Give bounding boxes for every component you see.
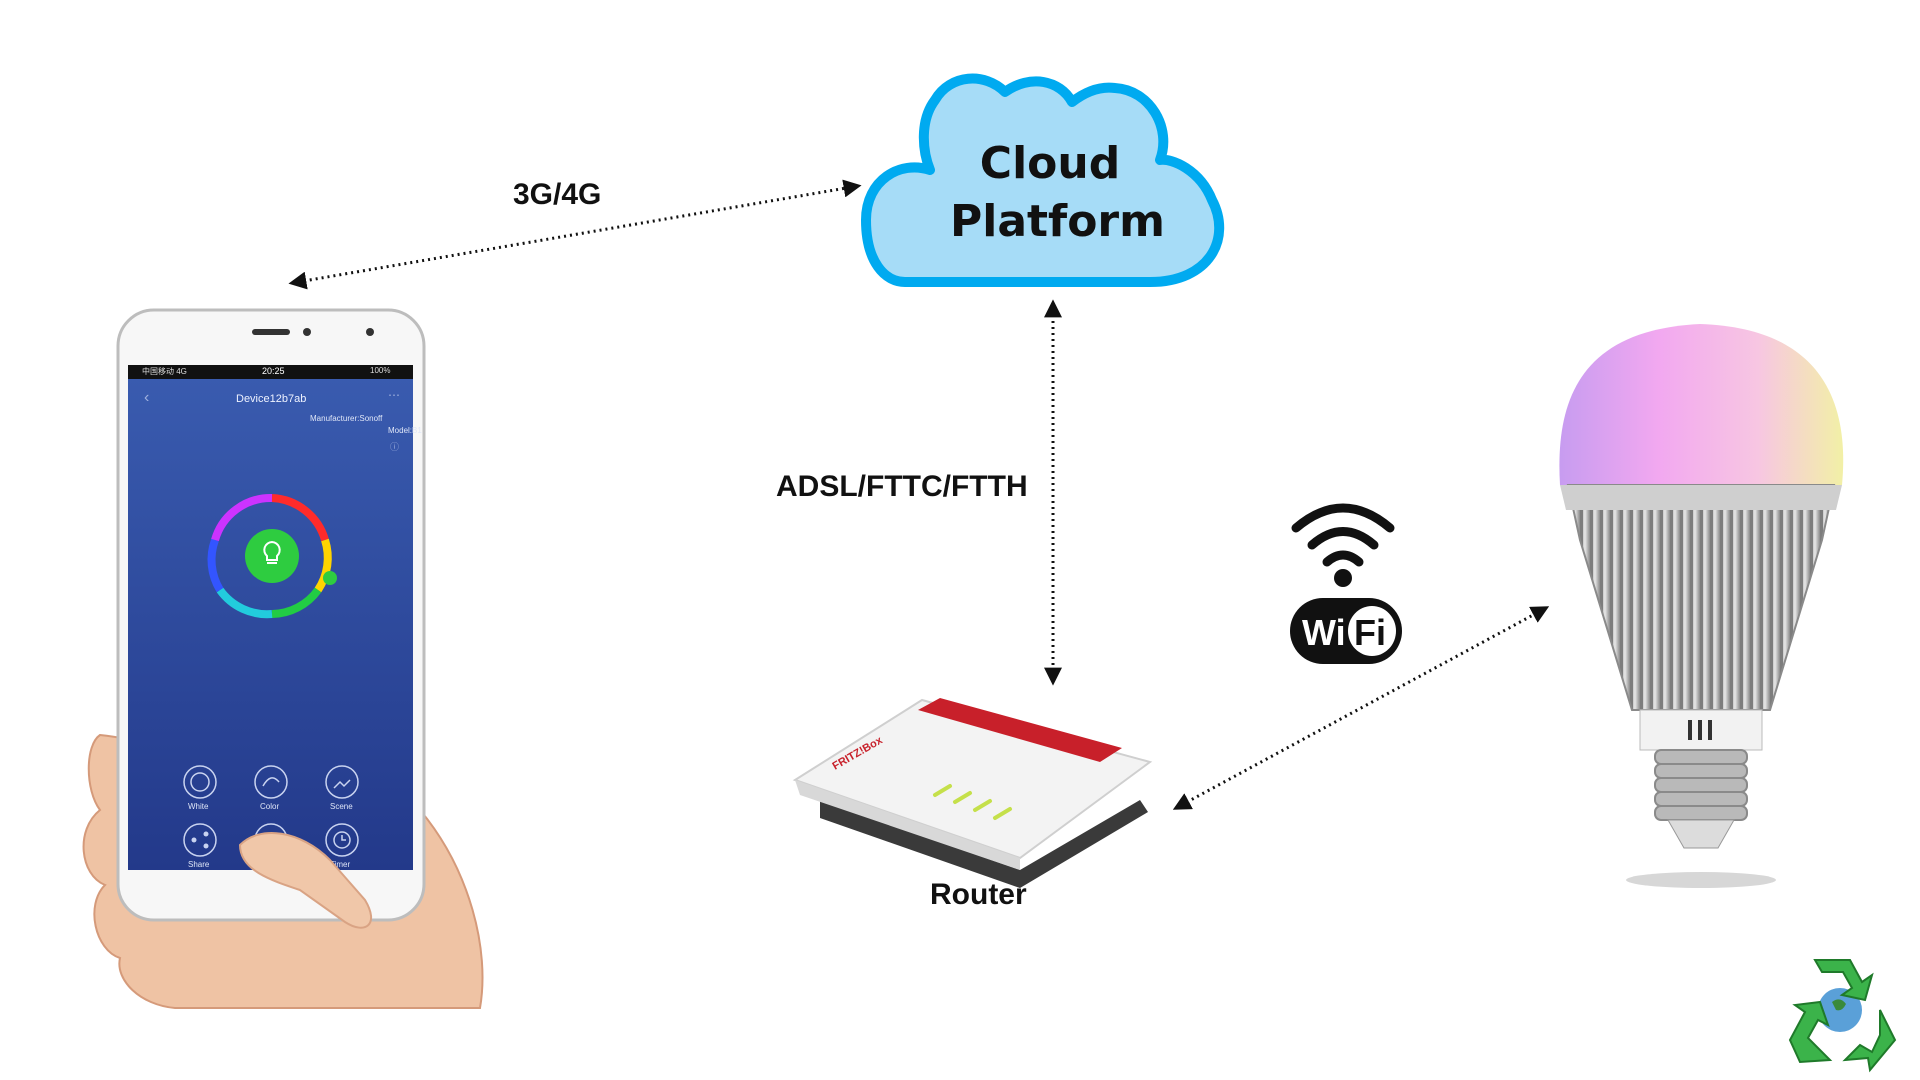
- scene-label: Scene: [330, 802, 353, 811]
- color-label: Color: [260, 802, 280, 811]
- bulb-icon: [263, 540, 281, 564]
- color-button[interactable]: [254, 765, 288, 799]
- color-wheel: [207, 493, 332, 619]
- clock-icon: [333, 831, 351, 849]
- cloud-label-line1: Cloud: [979, 138, 1121, 189]
- white-button[interactable]: [183, 765, 217, 799]
- phone-back-icon[interactable]: ‹: [144, 389, 150, 406]
- timer-label: Timer: [330, 860, 351, 869]
- share-icon: [191, 831, 209, 849]
- palette-icon: [262, 777, 280, 787]
- info-icon[interactable]: ⓘ: [390, 442, 400, 452]
- svg-text:Fi: Fi: [1354, 612, 1386, 653]
- wifi-link-arrow: [1172, 606, 1550, 810]
- mobile-network-label: 3G/4G: [513, 178, 602, 211]
- power-toggle[interactable]: [245, 529, 299, 583]
- share-label: Share: [188, 860, 210, 869]
- device-title: Device12b7ab: [236, 393, 307, 405]
- scene-icon: [333, 779, 351, 789]
- svg-text:Wi: Wi: [1302, 612, 1346, 653]
- white-label: White: [188, 802, 209, 811]
- cloud-label-line2: Platform: [950, 196, 1165, 247]
- phone-status-right: 100%: [370, 366, 391, 375]
- router-red-stripe: [918, 698, 1122, 762]
- circle-icon: [190, 772, 210, 792]
- share-button[interactable]: [183, 823, 217, 857]
- manufacturer-text: Manufacturer:Sonoff: [310, 414, 383, 423]
- cloud-platform-label: Cloud Platform: [950, 135, 1165, 251]
- phone-more-icon[interactable]: ⋯: [388, 388, 400, 402]
- phone-status-left: 中国移动 4G: [142, 367, 187, 376]
- timer-button[interactable]: [325, 823, 359, 857]
- model-text: Model:B1: [388, 426, 422, 435]
- broadband-label: ADSL/FTTC/FTTH: [776, 470, 1028, 503]
- phone-status-time: 20:25: [262, 366, 285, 376]
- scene-button[interactable]: [325, 765, 359, 799]
